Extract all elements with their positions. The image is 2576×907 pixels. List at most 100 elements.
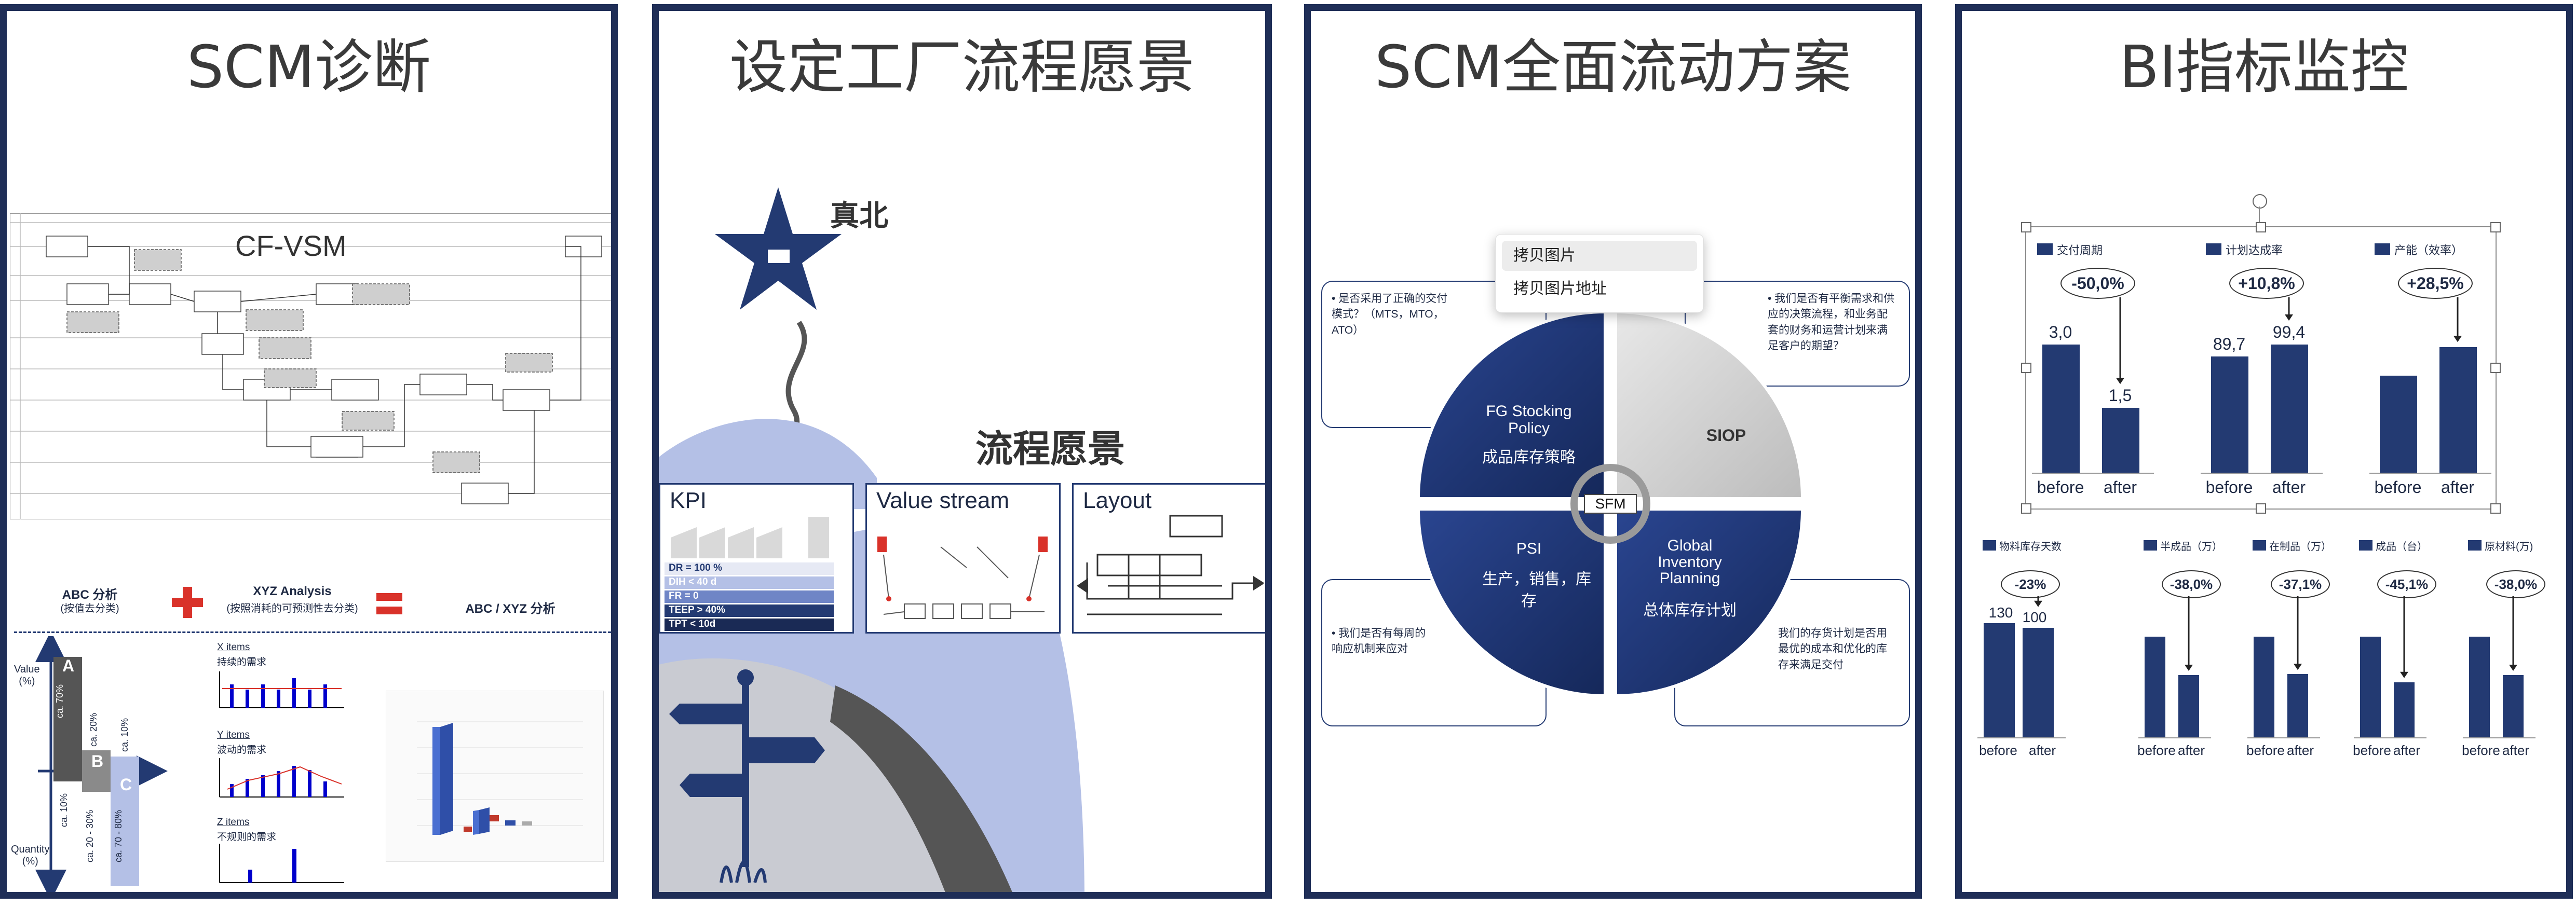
legend-swatch <box>2144 540 2157 551</box>
bar-before <box>1984 623 2015 737</box>
rotate-handle-stem <box>2259 207 2260 226</box>
change-arrow <box>2185 596 2193 671</box>
vsm-title: CF-VSM <box>235 229 347 262</box>
xyz-analysis-title: XYZ Analysis <box>253 584 332 598</box>
kpi-row: TEEP > 40% <box>665 604 834 617</box>
resize-handle-mr[interactable] <box>2490 363 2501 373</box>
change-arrow <box>2116 297 2124 384</box>
kpi-row: DIH < 40 d <box>665 576 834 589</box>
x-label-after: after <box>2502 743 2530 758</box>
legend-label: 物料库存天数 <box>1999 541 2062 553</box>
panel-title: 设定工厂流程愿景 <box>729 34 1195 101</box>
legend-swatch <box>2037 243 2053 255</box>
value-stream-sketch <box>877 537 1048 619</box>
y-items-desc: 波动的需求 <box>217 745 267 755</box>
bar-before <box>2469 637 2490 737</box>
resize-handle-ml[interactable] <box>2021 363 2031 373</box>
x-items-label: X items <box>217 642 250 653</box>
context-menu-copy-image[interactable]: 拷贝图片 <box>1502 241 1697 271</box>
resize-handle-tm[interactable] <box>2256 222 2266 232</box>
value-label-before: 89,7 <box>2213 335 2246 354</box>
legend-swatch <box>2375 243 2390 255</box>
abc-analysis-title: ABC 分析 <box>62 588 118 602</box>
x-axis-line <box>2201 473 2323 474</box>
x-label-before: before <box>2205 478 2253 497</box>
panel-scm-diagnosis: SCM诊断 <box>0 4 618 899</box>
layout-title: Layout <box>1083 488 1152 513</box>
abc-label-a: A <box>62 656 75 675</box>
change-arrow <box>2034 596 2042 607</box>
ca20-label: ca. 20% <box>88 712 99 747</box>
abc-analysis-subtitle: (按值去分类) <box>60 603 119 614</box>
panel-title: SCM诊断 <box>187 34 431 101</box>
context-menu-copy-image-address[interactable]: 拷贝图片地址 <box>1513 280 1607 298</box>
resize-handle-bl[interactable] <box>2021 503 2031 514</box>
question-top-right: • 我们是否有平衡需求和供应的决策流程，和业务配套的财务和运营计划来满足客户的期… <box>1768 293 1895 352</box>
layout-sketch <box>1077 515 1264 615</box>
question-top-left: • 是否采用了正确的交付模式？（MTS，MTO，ATO） <box>1332 293 1448 336</box>
ca7080-label: ca. 70 - 80% <box>113 809 124 863</box>
x-label-after: after <box>2286 743 2314 758</box>
dashed-divider <box>14 631 611 633</box>
abc-label-c: C <box>120 775 132 794</box>
legend-label: 在制品（万） <box>2269 541 2331 553</box>
legend-swatch <box>2253 540 2266 551</box>
percent-change-badge: -45,1% <box>2377 570 2436 598</box>
rotate-handle[interactable] <box>2253 194 2267 209</box>
legend-swatch <box>2468 540 2482 551</box>
abc-xyz-title: ABC / XYZ 分析 <box>465 602 555 616</box>
plus-icon <box>172 587 203 618</box>
bar-after <box>2271 345 2308 473</box>
abc-xyz-3d-chart <box>386 691 604 862</box>
x-axis-line <box>2032 473 2154 474</box>
legend-label: 成品（台） <box>2376 541 2428 553</box>
y-items-label: Y items <box>217 730 250 740</box>
legend-label: 半成品（万） <box>2160 541 2222 553</box>
value-stream-title: Value stream <box>876 488 1009 513</box>
x-label-after: after <box>2441 478 2475 497</box>
resize-handle-tl[interactable] <box>2021 222 2031 232</box>
y-items-chart <box>219 758 344 798</box>
panel-title: SCM全面流动方案 <box>1375 34 1851 101</box>
resize-handle-br[interactable] <box>2490 503 2501 514</box>
abc-value-axis-label: Value (%) <box>14 664 40 687</box>
abc-quantity-axis-label: Quantity (%) <box>11 844 50 867</box>
panel-factory-vision: 设定工厂流程愿景 真北 流程愿景 KPI DR = 100 % DIH < 40 <box>652 4 1272 899</box>
x-axis-line <box>2138 737 2211 738</box>
fg-stocking-policy-en: FG Stocking Policy <box>1486 403 1572 437</box>
vsm-diagram <box>10 213 611 519</box>
percent-change-badge: +28,5% <box>2398 268 2473 299</box>
z-items-chart <box>219 844 344 883</box>
context-menu: 拷贝图片 拷贝图片地址 <box>1495 234 1704 313</box>
x-label-before: before <box>2137 743 2176 758</box>
quadrant-circle <box>1416 310 1805 698</box>
resize-handle-tr[interactable] <box>2490 222 2501 232</box>
kpi-title: KPI <box>670 488 707 513</box>
question-bottom-right: 我们的存货计划是否用最优的成本和优化的库存来满足交付 <box>1778 627 1887 671</box>
percent-change-badge: -50,0% <box>2060 268 2135 299</box>
x-label-after: after <box>2103 478 2137 497</box>
x-label-after: after <box>2177 743 2205 758</box>
x-axis-line <box>1977 737 2066 738</box>
factory-skyline-icon <box>671 517 829 558</box>
kpi-row: TPT < 10d <box>665 619 834 631</box>
fg-stocking-policy-cn: 成品库存策略 <box>1482 449 1576 466</box>
global-inventory-planning-cn: 总体库存计划 <box>1643 602 1737 619</box>
change-arrow <box>2294 596 2302 670</box>
resize-handle-bm[interactable] <box>2256 503 2266 514</box>
value-label-before: 130 <box>1988 604 2013 621</box>
bar-after <box>2439 347 2477 473</box>
change-arrow <box>2285 297 2293 321</box>
abc-chart <box>35 636 168 892</box>
bar-before <box>2360 637 2381 737</box>
true-north-label: 真北 <box>830 199 888 233</box>
bar-after <box>2503 675 2524 737</box>
z-items-desc: 不规则的需求 <box>217 832 277 843</box>
x-axis-line <box>2369 473 2491 474</box>
percent-change-badge: -23% <box>2001 570 2060 598</box>
x-axis-line <box>2354 737 2426 738</box>
x-axis-line <box>2247 737 2320 738</box>
layout-box: Layout <box>1072 483 1265 634</box>
x-label-before: before <box>2037 478 2084 497</box>
